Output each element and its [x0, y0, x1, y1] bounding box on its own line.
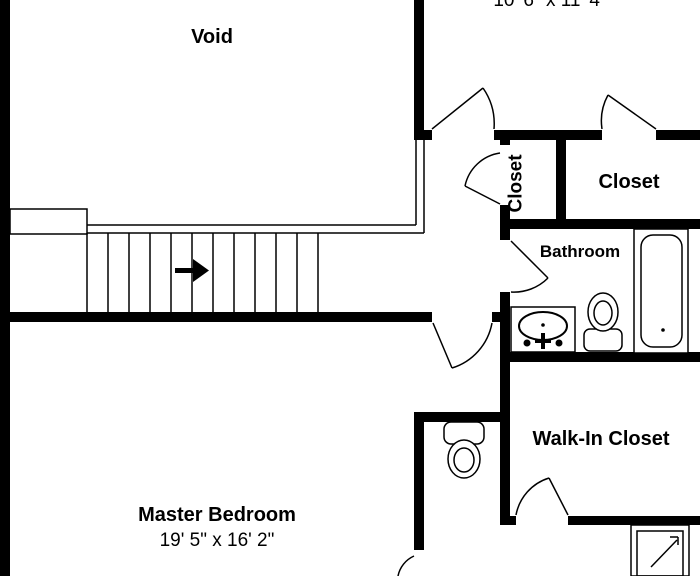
stair-direction-arrow-icon [175, 259, 209, 282]
ensuite-north-wall [414, 412, 510, 422]
top-room-south-wall [414, 130, 700, 140]
door-bathroom [510, 240, 549, 293]
master-bedroom-label: Master Bedroom [138, 504, 296, 526]
small-closet-label-text: Closet [505, 154, 527, 213]
large-closet-label: Closet [598, 171, 660, 193]
bathroom-south-wall [500, 352, 700, 362]
door-master-bedroom [432, 322, 493, 369]
top-room-west-wall [414, 0, 424, 140]
walk-in-south-wall [500, 516, 700, 525]
top-room-dimensions: 10' 6" x 11' 4" [493, 0, 607, 11]
door-top-room-left [431, 87, 495, 130]
void-label: Void [191, 26, 233, 48]
door-top-room-right [600, 94, 657, 130]
closet-south-wall [500, 219, 700, 229]
shower [630, 524, 690, 576]
bathroom-label: Bathroom [539, 242, 621, 261]
ensuite-toilet [443, 421, 485, 479]
staircase [86, 233, 319, 312]
vanity-sink [510, 306, 576, 353]
closet-west-wall [500, 130, 510, 520]
door-small-closet [464, 152, 501, 205]
ensuite-west-wall [414, 412, 424, 576]
master-bedroom-dimensions: 19' 5" x 16' 2" [159, 530, 275, 551]
doors [397, 87, 657, 576]
bathtub [633, 228, 689, 354]
walk-in-closet-label: Walk-In Closet [532, 428, 670, 450]
closet-divider-wall [556, 140, 566, 225]
stair-south-wall [0, 312, 505, 322]
bathroom-toilet [583, 292, 623, 352]
door-ensuite [397, 555, 415, 576]
door-openings [413, 129, 656, 576]
door-walk-in-closet [515, 477, 569, 516]
west-exterior-wall [0, 0, 10, 576]
